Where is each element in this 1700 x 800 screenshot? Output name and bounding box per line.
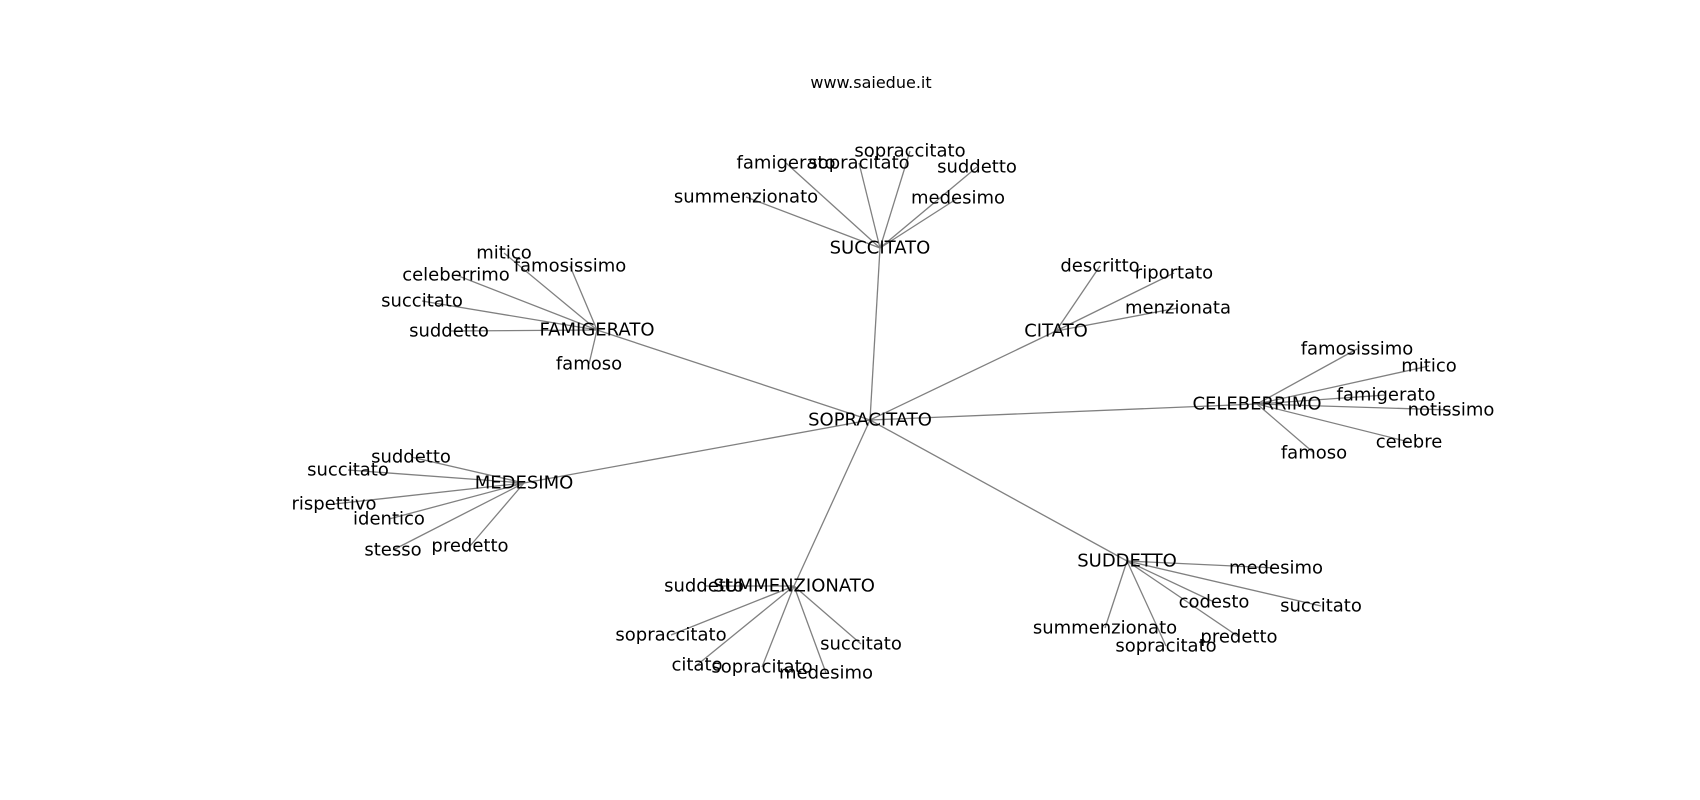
leaf-node: celebre <box>1376 432 1443 453</box>
leaf-node: stesso <box>364 540 421 561</box>
hub-leaf-edge <box>1256 403 1410 443</box>
hub-leaf-edge <box>1126 560 1240 638</box>
hub-leaf-edge <box>745 196 881 249</box>
hub-leaf-edge <box>469 482 525 547</box>
hub-leaf-edge <box>1055 265 1101 332</box>
hub-leaf-edge <box>1126 560 1277 569</box>
leaf-node: sopracitato <box>711 657 812 678</box>
hub-leaf-edge <box>858 162 881 249</box>
hub-leaf-edge <box>410 456 525 484</box>
hub-leaf-edge <box>1055 307 1179 332</box>
hub-leaf-edge <box>1126 560 1322 607</box>
hub-leaf-edge <box>793 585 827 674</box>
hub-leaf-edge <box>1055 272 1175 332</box>
center-hub-edge <box>596 329 871 421</box>
leaf-node: citato <box>671 655 722 676</box>
hub-leaf-edge <box>1256 403 1315 454</box>
leaf-node: succitato <box>1280 596 1362 617</box>
center-hub-edge <box>869 330 1057 421</box>
label-layer: SOPRACITATOSUCCITATOfamigeratosopracitat… <box>291 141 1494 684</box>
hub-leaf-edge <box>347 469 525 484</box>
hub-leaf-edge <box>696 585 795 666</box>
leaf-node: descritto <box>1060 256 1139 277</box>
leaf-node: sopraccitato <box>615 625 726 646</box>
hub-node: MEDESIMO <box>475 473 574 494</box>
leaf-node: predetto <box>431 536 508 557</box>
leaf-node: mitico <box>1401 356 1457 377</box>
leaf-node: succitato <box>820 634 902 655</box>
hub-leaf-edge <box>1104 560 1128 629</box>
leaf-node: famosissimo <box>514 256 627 277</box>
leaf-node: menzionata <box>1125 298 1231 319</box>
hub-node: SUMMENZIONATO <box>713 576 875 597</box>
hub-leaf-edge <box>1256 348 1358 405</box>
hub-leaf-edge <box>448 329 598 332</box>
leaf-node: medesimo <box>1229 558 1323 579</box>
leaf-node: famosissimo <box>1301 339 1414 360</box>
leaf-node: famoso <box>1281 443 1347 464</box>
hub-leaf-edge <box>879 197 959 249</box>
hub-leaf-edge <box>1126 560 1215 603</box>
hub-node: SUCCITATO <box>830 238 931 259</box>
leaf-node: medesimo <box>911 188 1005 209</box>
hub-leaf-edge <box>1256 403 1452 411</box>
hub-leaf-edge <box>569 265 598 331</box>
leaf-node: predetto <box>1200 627 1277 648</box>
hub-leaf-edge <box>793 585 862 645</box>
hub-leaf-edge <box>879 166 978 249</box>
leaf-node: celeberrimo <box>402 265 510 286</box>
hub-leaf-edge <box>670 585 795 636</box>
leaf-node: identico <box>353 509 425 530</box>
center-node: SOPRACITATO <box>808 410 932 431</box>
leaf-node: notissimo <box>1408 400 1495 421</box>
leaf-node: famigerato <box>737 153 836 174</box>
leaf-node: famoso <box>556 354 622 375</box>
center-hub-edge <box>869 247 881 421</box>
hub-leaf-edge <box>421 300 598 331</box>
hub-leaf-edge <box>761 585 795 668</box>
hub-node: FAMIGERATO <box>539 320 654 341</box>
leaf-node: riportato <box>1135 263 1213 284</box>
hub-node: CITATO <box>1024 321 1088 342</box>
leaf-node: suddetto <box>371 447 451 468</box>
hub-leaf-edge <box>455 274 598 331</box>
hub-leaf-edge <box>588 329 598 365</box>
leaf-node: codesto <box>1179 592 1250 613</box>
hub-leaf-edge <box>785 162 881 249</box>
hub-leaf-edge <box>333 482 525 505</box>
hub-leaf-edge <box>1126 560 1167 647</box>
leaf-node: sopracitato <box>808 153 909 174</box>
center-hub-edge <box>869 419 1128 562</box>
center-hub-edge <box>869 403 1258 421</box>
hub-leaf-edge <box>879 150 911 249</box>
center-hub-edge <box>523 419 871 484</box>
leaf-node: medesimo <box>779 663 873 684</box>
hub-leaf-edge <box>388 482 525 520</box>
leaf-node: suddetto <box>664 576 744 597</box>
leaf-node: summenzionato <box>1033 618 1177 639</box>
leaf-node: sopracitato <box>1115 636 1216 657</box>
leaf-node: summenzionato <box>674 187 818 208</box>
hub-leaf-edge <box>392 482 525 551</box>
hub-node: SUDDETTO <box>1077 551 1177 572</box>
center-hub-edge <box>793 419 871 587</box>
hub-leaf-edge <box>1256 365 1430 405</box>
leaf-node: succitato <box>307 460 389 481</box>
leaf-node: suddetto <box>409 321 489 342</box>
site-watermark: www.saiedue.it <box>810 73 931 92</box>
leaf-node: mitico <box>476 243 532 264</box>
leaf-node: rispettivo <box>291 494 376 515</box>
leaf-node: suddetto <box>937 157 1017 178</box>
edge-layer <box>333 150 1452 674</box>
leaf-node: succitato <box>381 291 463 312</box>
hub-leaf-edge <box>503 252 598 331</box>
hub-node: CELEBERRIMO <box>1192 394 1321 415</box>
leaf-node: sopraccitato <box>854 141 965 162</box>
leaf-node: famigerato <box>1337 385 1436 406</box>
hub-leaf-edge <box>1256 394 1387 405</box>
